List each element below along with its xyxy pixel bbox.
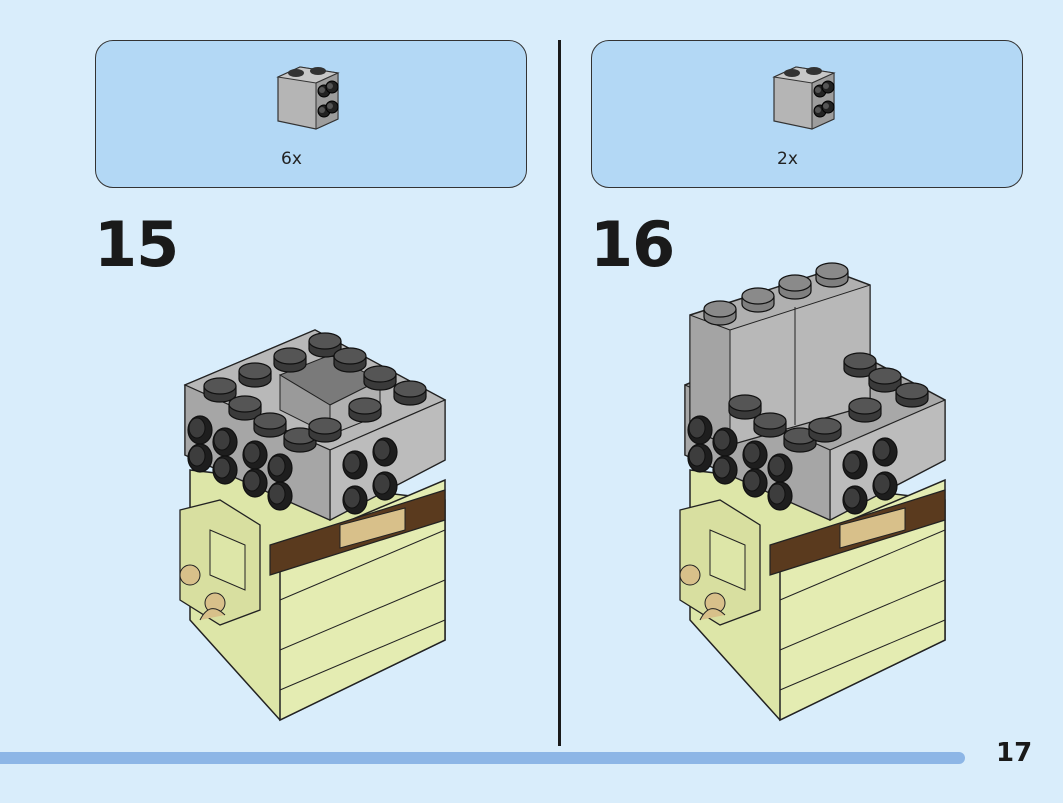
parts-callout-step-15: 6x bbox=[95, 40, 527, 188]
part-quantity: 6x bbox=[281, 149, 302, 169]
part-quantity: 2x bbox=[777, 149, 798, 169]
progress-bar bbox=[0, 752, 965, 764]
step-divider bbox=[558, 40, 561, 746]
step-number-15: 15 bbox=[94, 208, 179, 281]
brick-2x2-side-studs-icon bbox=[277, 66, 339, 130]
model-step-16-illustration bbox=[679, 262, 946, 722]
page-number: 17 bbox=[996, 738, 1033, 768]
step-number-16: 16 bbox=[590, 208, 675, 281]
brick-2x2-side-studs-icon bbox=[773, 66, 835, 130]
model-step-15-illustration bbox=[179, 329, 447, 722]
parts-callout-step-16: 2x bbox=[591, 40, 1023, 188]
